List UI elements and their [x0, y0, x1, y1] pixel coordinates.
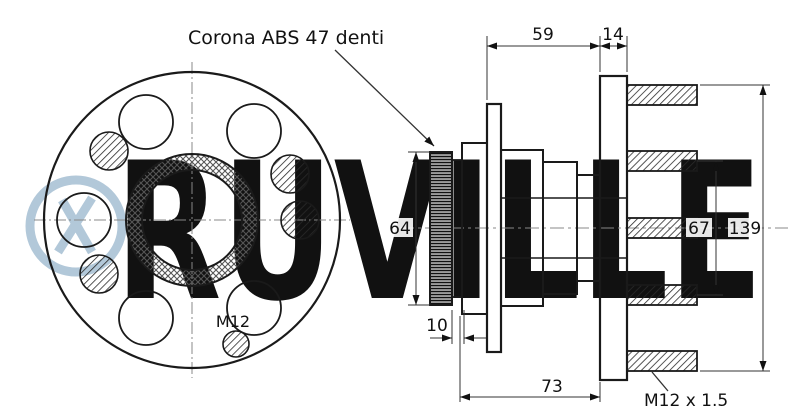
dim-10: 10: [426, 316, 448, 336]
brand-emblem-icon: [25, 175, 127, 277]
bolt-hole-hatched: [280, 200, 320, 240]
section-view: [400, 74, 788, 382]
thread-spec-label: M12 x 1.5: [644, 391, 728, 411]
center-bore: [141, 169, 243, 271]
dim-59: 59: [532, 25, 554, 45]
bolt-hole-hatched: [89, 131, 129, 171]
thread-spec-leader: [651, 371, 669, 392]
stud-hole: [118, 94, 174, 150]
wheel-stud: [626, 284, 698, 306]
stud-hole: [226, 103, 282, 159]
dim-73: 73: [541, 377, 563, 397]
dim-67: 67: [688, 219, 710, 239]
corona-abs-leader: [334, 49, 435, 147]
wheel-stud: [626, 150, 698, 172]
m12-hole: [222, 330, 250, 358]
m12-hole-label: M12: [216, 312, 250, 331]
abs-ring: [429, 151, 453, 306]
dim-text-halo: [686, 218, 712, 237]
dim-text-halo: [728, 218, 762, 237]
dim-139: 139: [729, 219, 761, 239]
wheel-stud: [626, 84, 698, 106]
brand-emblem-mark: [54, 195, 96, 255]
bolt-hole-hatched: [270, 154, 310, 194]
stud-hole: [56, 192, 112, 248]
spline-ring-outer: [125, 153, 259, 287]
bolt-hole-hatched: [79, 254, 119, 294]
stud-hole: [226, 280, 282, 336]
dim-14: 14: [602, 25, 624, 45]
dimensions: [334, 36, 770, 402]
dim-text-halo: [387, 218, 413, 237]
dim-64: 64: [389, 219, 411, 239]
wheel-stud: [626, 350, 698, 372]
corona-abs-label: Corona ABS 47 denti: [188, 27, 384, 49]
front-view: [34, 62, 350, 378]
flange-outline: [42, 70, 342, 370]
stud-hole: [118, 290, 174, 346]
